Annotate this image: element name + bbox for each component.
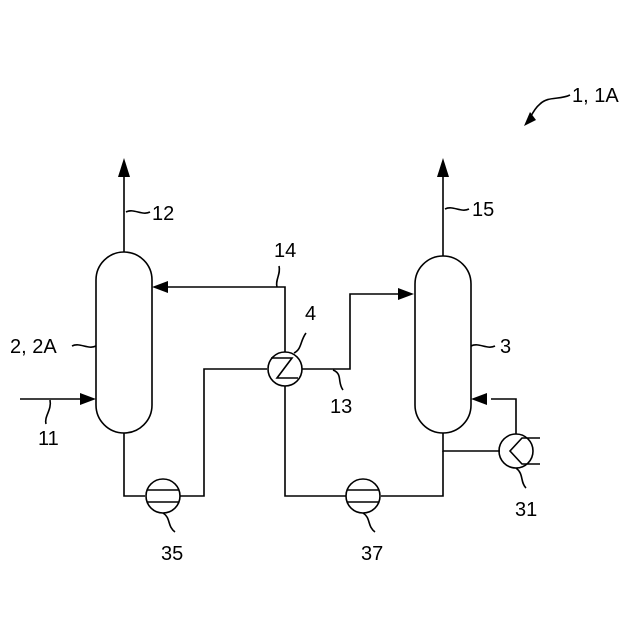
label-pump-37: 37	[361, 543, 383, 565]
label-stream-13: 13	[330, 396, 352, 418]
pump-37	[346, 479, 380, 513]
label-column-left: 2, 2A	[10, 336, 57, 358]
return-arrowhead-14	[152, 281, 168, 293]
return-line-14	[166, 287, 285, 352]
leader-column-left	[72, 345, 96, 347]
label-stream-11: 11	[38, 428, 59, 450]
reboiler-feed-line	[443, 433, 500, 451]
reboiler-31-coil	[510, 438, 540, 464]
system-leader-arrowhead	[524, 112, 536, 126]
column-right	[415, 256, 471, 433]
label-stream-12: 12	[152, 203, 174, 225]
column-left	[96, 252, 152, 433]
leader-column-right	[471, 345, 495, 347]
leader-31	[516, 468, 526, 488]
leader-4	[294, 333, 306, 353]
pump-35	[146, 479, 180, 513]
reboiler-31	[499, 434, 533, 468]
label-heat-exchanger: 4	[305, 303, 316, 325]
label-stream-15: 15	[472, 199, 494, 221]
reboiler-return-arrowhead	[471, 393, 487, 405]
feed-line-13	[302, 294, 400, 369]
label-reboiler: 31	[515, 499, 537, 521]
feed-arrowhead-11	[80, 393, 96, 405]
reboiler-return-line	[491, 399, 516, 434]
leader-11	[46, 400, 51, 424]
heat-exchanger-4	[268, 352, 302, 386]
heat-exchanger-4-coil	[271, 358, 298, 378]
bottoms-line-left	[124, 433, 145, 496]
leader-14	[277, 266, 280, 287]
label-system: 1, 1A	[572, 85, 619, 107]
label-stream-14: 14	[274, 240, 296, 262]
leader-15	[445, 208, 469, 210]
leader-13	[333, 370, 343, 390]
system-leader-line	[530, 95, 570, 118]
leader-12	[126, 211, 150, 213]
label-column-right: 3	[500, 336, 511, 358]
leader-37	[363, 513, 375, 532]
feed-arrowhead-13	[398, 288, 414, 300]
pump-35-discharge-line	[180, 369, 267, 496]
overhead-arrowhead-15	[437, 158, 449, 177]
bottoms-line-right	[381, 451, 443, 496]
leader-35	[163, 513, 175, 532]
overhead-arrowhead-12	[118, 158, 130, 177]
label-pump-35: 35	[161, 543, 183, 565]
